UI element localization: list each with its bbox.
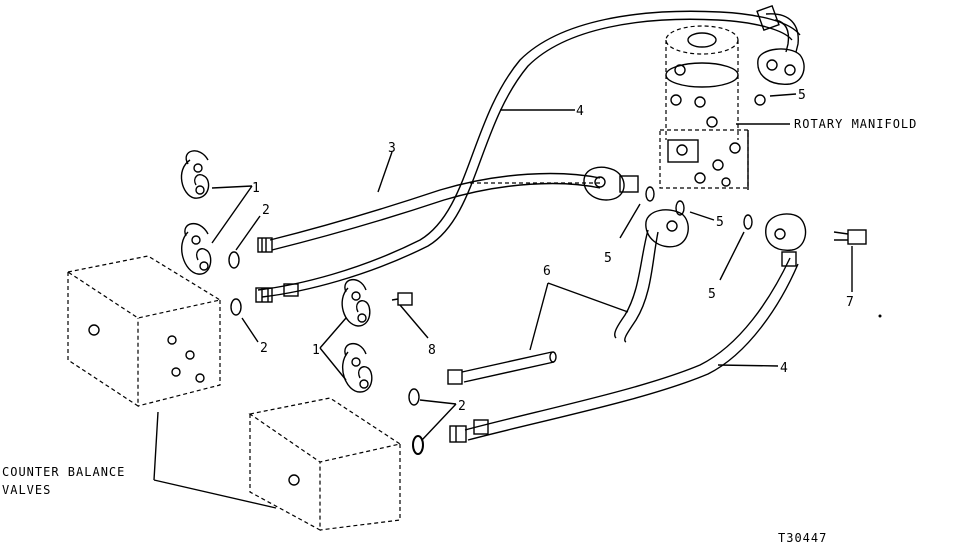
clamp-upper-1	[180, 150, 210, 199]
label-counter-balance: COUNTER BALANCE	[2, 465, 125, 479]
clamp-upper-2	[181, 223, 212, 275]
hose-6	[614, 209, 689, 343]
clamp-lower-1	[341, 279, 371, 327]
valve-block-lower	[248, 397, 402, 532]
manifold-flange-top	[757, 48, 805, 85]
label-rotary-manifold: ROTARY MANIFOLD	[794, 117, 917, 131]
leader-lines	[153, 93, 853, 509]
bolt-8	[391, 292, 413, 306]
callout-1-upper: 1	[252, 181, 260, 196]
label-valves: VALVES	[2, 483, 51, 497]
callout-5-mid: 5	[716, 215, 724, 230]
callout-7: 7	[846, 295, 854, 310]
figure-id: T30447	[778, 531, 827, 545]
callout-8: 8	[428, 343, 436, 358]
callout-5-left: 5	[604, 251, 612, 266]
hose-fitting-left	[255, 283, 299, 303]
callout-3: 3	[388, 141, 396, 156]
tube-middle	[447, 351, 557, 385]
clamp-lower-2	[342, 343, 373, 393]
callout-2-lower: 2	[458, 399, 466, 414]
hose-4-lower	[449, 213, 807, 443]
stray-dot	[878, 314, 882, 318]
callout-4-lower: 4	[780, 361, 788, 376]
callout-5-manifold: 5	[798, 88, 806, 103]
bolt-7	[833, 229, 867, 245]
manifold-flange-left	[583, 166, 639, 201]
callout-4-upper: 4	[576, 104, 584, 119]
callout-1-lower: 1	[312, 343, 320, 358]
rotary-manifold	[659, 25, 749, 190]
o-rings	[228, 94, 766, 455]
callout-6: 6	[543, 264, 551, 279]
callout-2-left: 2	[260, 341, 268, 356]
hose-3	[257, 172, 601, 253]
callout-5-right: 5	[708, 287, 716, 302]
valve-block-upper	[66, 255, 222, 408]
hose-4-upper	[257, 4, 801, 298]
callout-2-upper: 2	[262, 203, 270, 218]
